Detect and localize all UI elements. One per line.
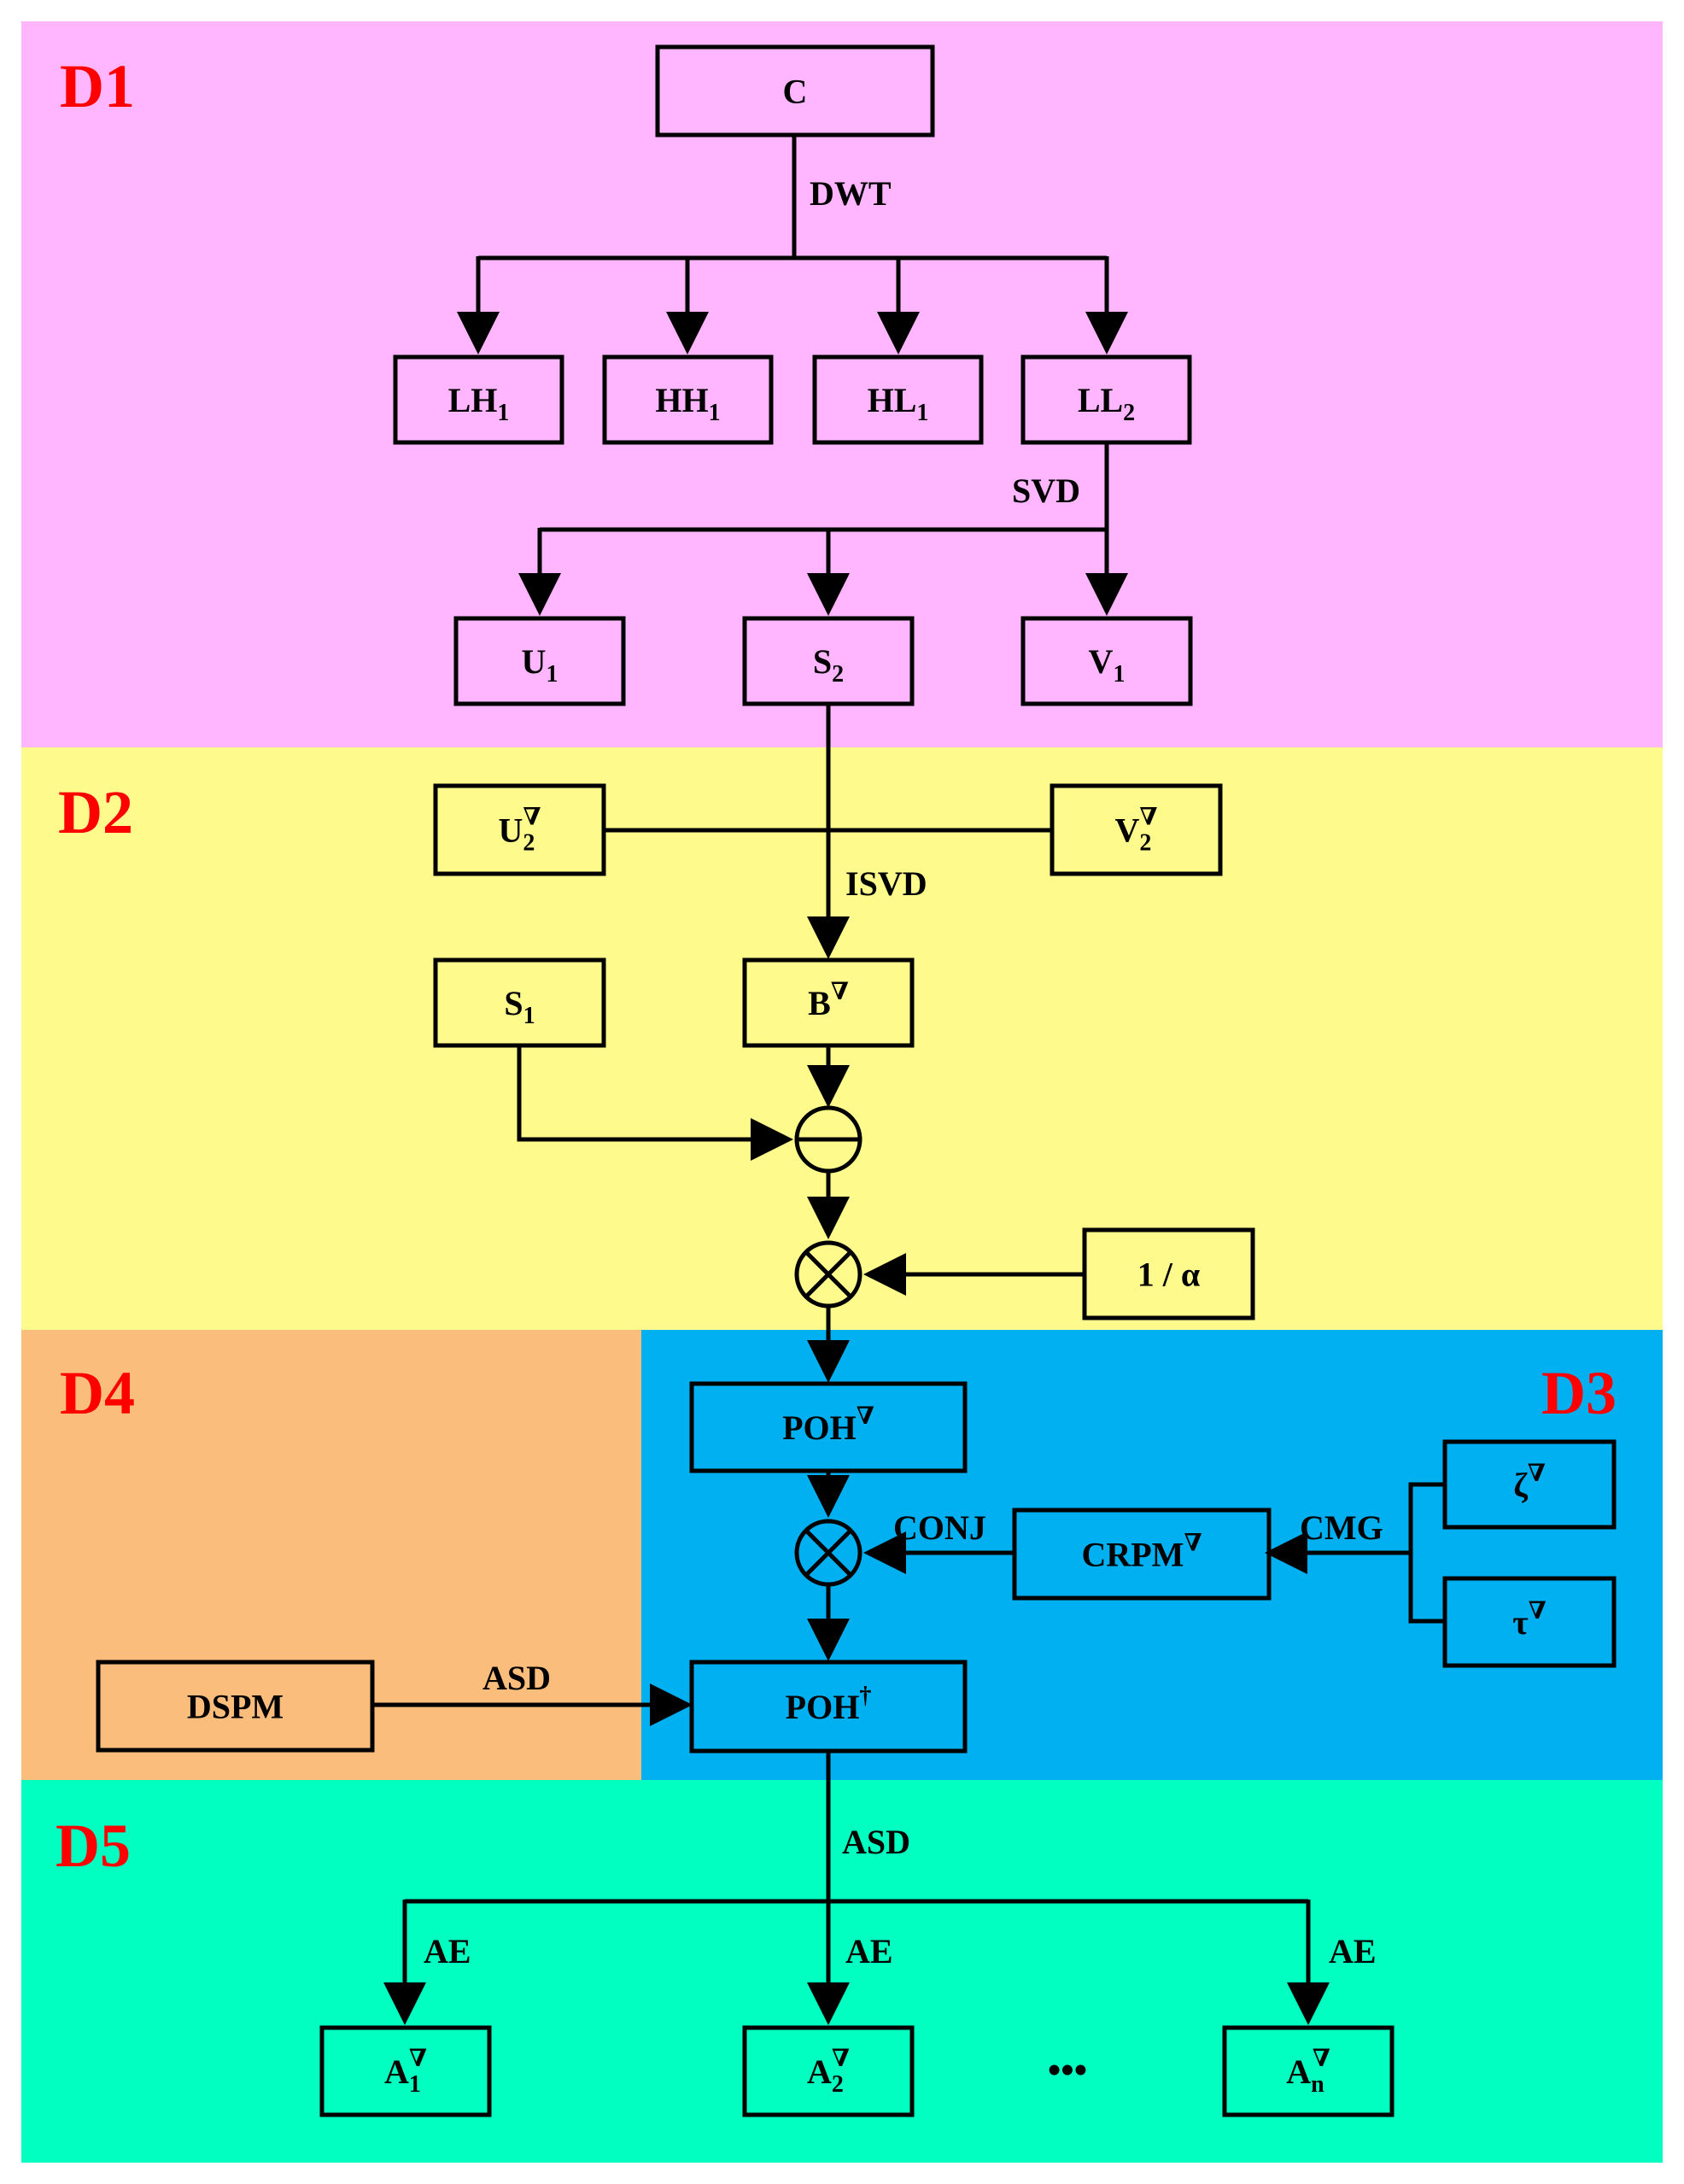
node-tau: τ∇ [1442, 1576, 1617, 1668]
node-label: HL1 [868, 381, 929, 426]
node-alpha: 1 / α [1082, 1227, 1255, 1320]
edge-label-ae-1: AE [424, 1932, 471, 1970]
node-label: An∇ [1286, 2046, 1330, 2098]
node-label: ζ∇ [1513, 1461, 1546, 1504]
node-label: C [783, 73, 808, 111]
node-label: POH∇ [782, 1403, 874, 1447]
region-d3-background [641, 1330, 1663, 1780]
node-label: LL2 [1078, 381, 1135, 426]
node-v2: V2∇ [1050, 783, 1223, 876]
node-zeta: ζ∇ [1442, 1439, 1617, 1530]
edge-label-ae-3: AE [1329, 1932, 1377, 1970]
node-u1: U1 [453, 616, 626, 706]
multiply-operator [794, 1240, 862, 1309]
node-label: V1 [1089, 642, 1126, 688]
node-hl1: HL1 [812, 354, 984, 445]
edge-label-svd: SVD [1012, 471, 1080, 510]
node-a2: A2∇ [742, 2025, 915, 2117]
minus-operator [794, 1105, 862, 1174]
node-label: A1∇ [384, 2046, 427, 2098]
edge-label-cmg: CMG [1300, 1508, 1383, 1547]
node-label: DSPM [187, 1688, 284, 1726]
edge-label-asd-left: ASD [482, 1659, 551, 1697]
node-poh: POH∇ [689, 1381, 968, 1473]
region-label-d1: D1 [60, 52, 135, 120]
region-label-d2: D2 [58, 778, 133, 846]
region-d5-background [21, 1780, 1663, 2163]
node-label: τ∇ [1512, 1598, 1547, 1642]
node-label: S2 [813, 642, 844, 688]
node-lh1: LH1 [393, 354, 564, 445]
node-label: U1 [522, 642, 558, 688]
node-dspm: DSPM [96, 1660, 375, 1753]
region-label-d4: D4 [60, 1359, 135, 1427]
edge-label-asd-down: ASD [842, 1823, 910, 1861]
node-label: B∇ [808, 979, 849, 1022]
node-label: CRPM∇ [1081, 1531, 1202, 1574]
connectors [372, 135, 1445, 2025]
node-label: HH1 [655, 381, 720, 426]
node-ll2: LL2 [1020, 354, 1192, 445]
node-c: C [655, 44, 935, 138]
ellipsis: ••• [1048, 2049, 1087, 2091]
region-d2-background [21, 747, 1663, 1330]
node-s1: S1 [433, 957, 606, 1048]
node-b: B∇ [742, 957, 915, 1048]
node-s2: S2 [742, 616, 915, 706]
node-label: LH1 [448, 381, 510, 426]
node-label: V2∇ [1115, 805, 1158, 857]
node-label: 1 / α [1137, 1256, 1200, 1294]
node-v1: V1 [1020, 616, 1193, 706]
edge-label-dwt: DWT [810, 174, 892, 213]
region-label-d3: D3 [1541, 1359, 1617, 1427]
node-u2: U2∇ [433, 783, 606, 876]
node-label: POH† [786, 1683, 872, 1726]
node-label: A2∇ [807, 2046, 850, 2098]
edge-label-ae-2: AE [845, 1932, 893, 1970]
node-crpm: CRPM∇ [1012, 1508, 1272, 1601]
node-label: S1 [504, 984, 535, 1029]
edge-label-conj: CONJ [893, 1508, 986, 1547]
region-label-d5: D5 [56, 1812, 131, 1880]
node-label: U2∇ [499, 805, 541, 857]
region-d1-background [21, 21, 1663, 747]
node-a1: A1∇ [319, 2025, 492, 2117]
multiply-operator-2 [794, 1519, 862, 1587]
node-poh-dagger: POH† [689, 1660, 968, 1754]
node-an: An∇ [1222, 2025, 1395, 2117]
edge-label-isvd: ISVD [845, 864, 927, 903]
arrow-s1-to-minus [517, 1045, 793, 1161]
node-hh1: HH1 [602, 354, 774, 445]
